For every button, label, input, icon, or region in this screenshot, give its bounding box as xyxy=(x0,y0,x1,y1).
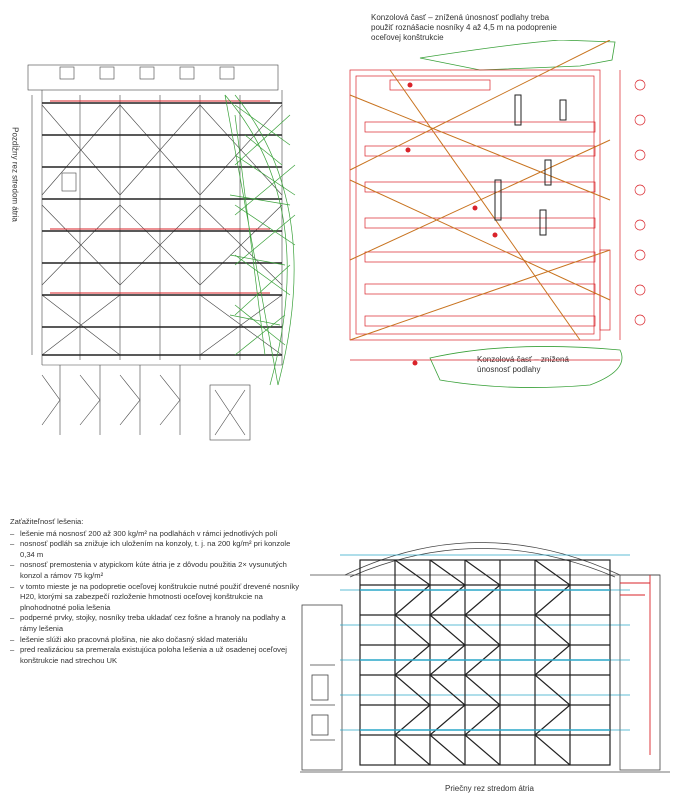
list-item: nosnosť premostenia v atypickom kúte átr… xyxy=(10,560,300,581)
load-notes-heading: Zaťažiteľnosť lešenia: xyxy=(10,517,84,526)
load-notes-list: lešenie má nosnosť 200 až 300 kg/m² na p… xyxy=(10,529,300,667)
cross-section-drawing xyxy=(300,542,670,773)
list-item: nosnosť podláh sa znižuje ich uložením n… xyxy=(10,539,300,560)
cross-section-title: Priečny rez stredom átria xyxy=(445,784,534,793)
floor-plan-drawing xyxy=(349,40,646,388)
list-item: lešenie má nosnosť 200 až 300 kg/m² na p… xyxy=(10,529,300,540)
plan-bottom-note: Konzolová časť – znížená únosnosť podlah… xyxy=(477,355,569,374)
plan-top-note: Konzolová časť – znížená únosnosť podlah… xyxy=(371,13,557,42)
list-item: v tomto mieste je na podopretie oceľovej… xyxy=(10,582,300,614)
list-item: pred realizáciou sa premerala existujúca… xyxy=(10,645,300,666)
list-item: podperné prvky, stojky, nosníky treba uk… xyxy=(10,613,300,634)
list-item: lešenie slúži ako pracovná plošina, nie … xyxy=(10,635,300,646)
load-notes: Zaťažiteľnosť lešenia: lešenie má nosnos… xyxy=(10,517,300,666)
longitudinal-section-title: Pozdĺžny rez stredom átria xyxy=(10,127,20,222)
longitudinal-section-drawing xyxy=(27,64,296,441)
